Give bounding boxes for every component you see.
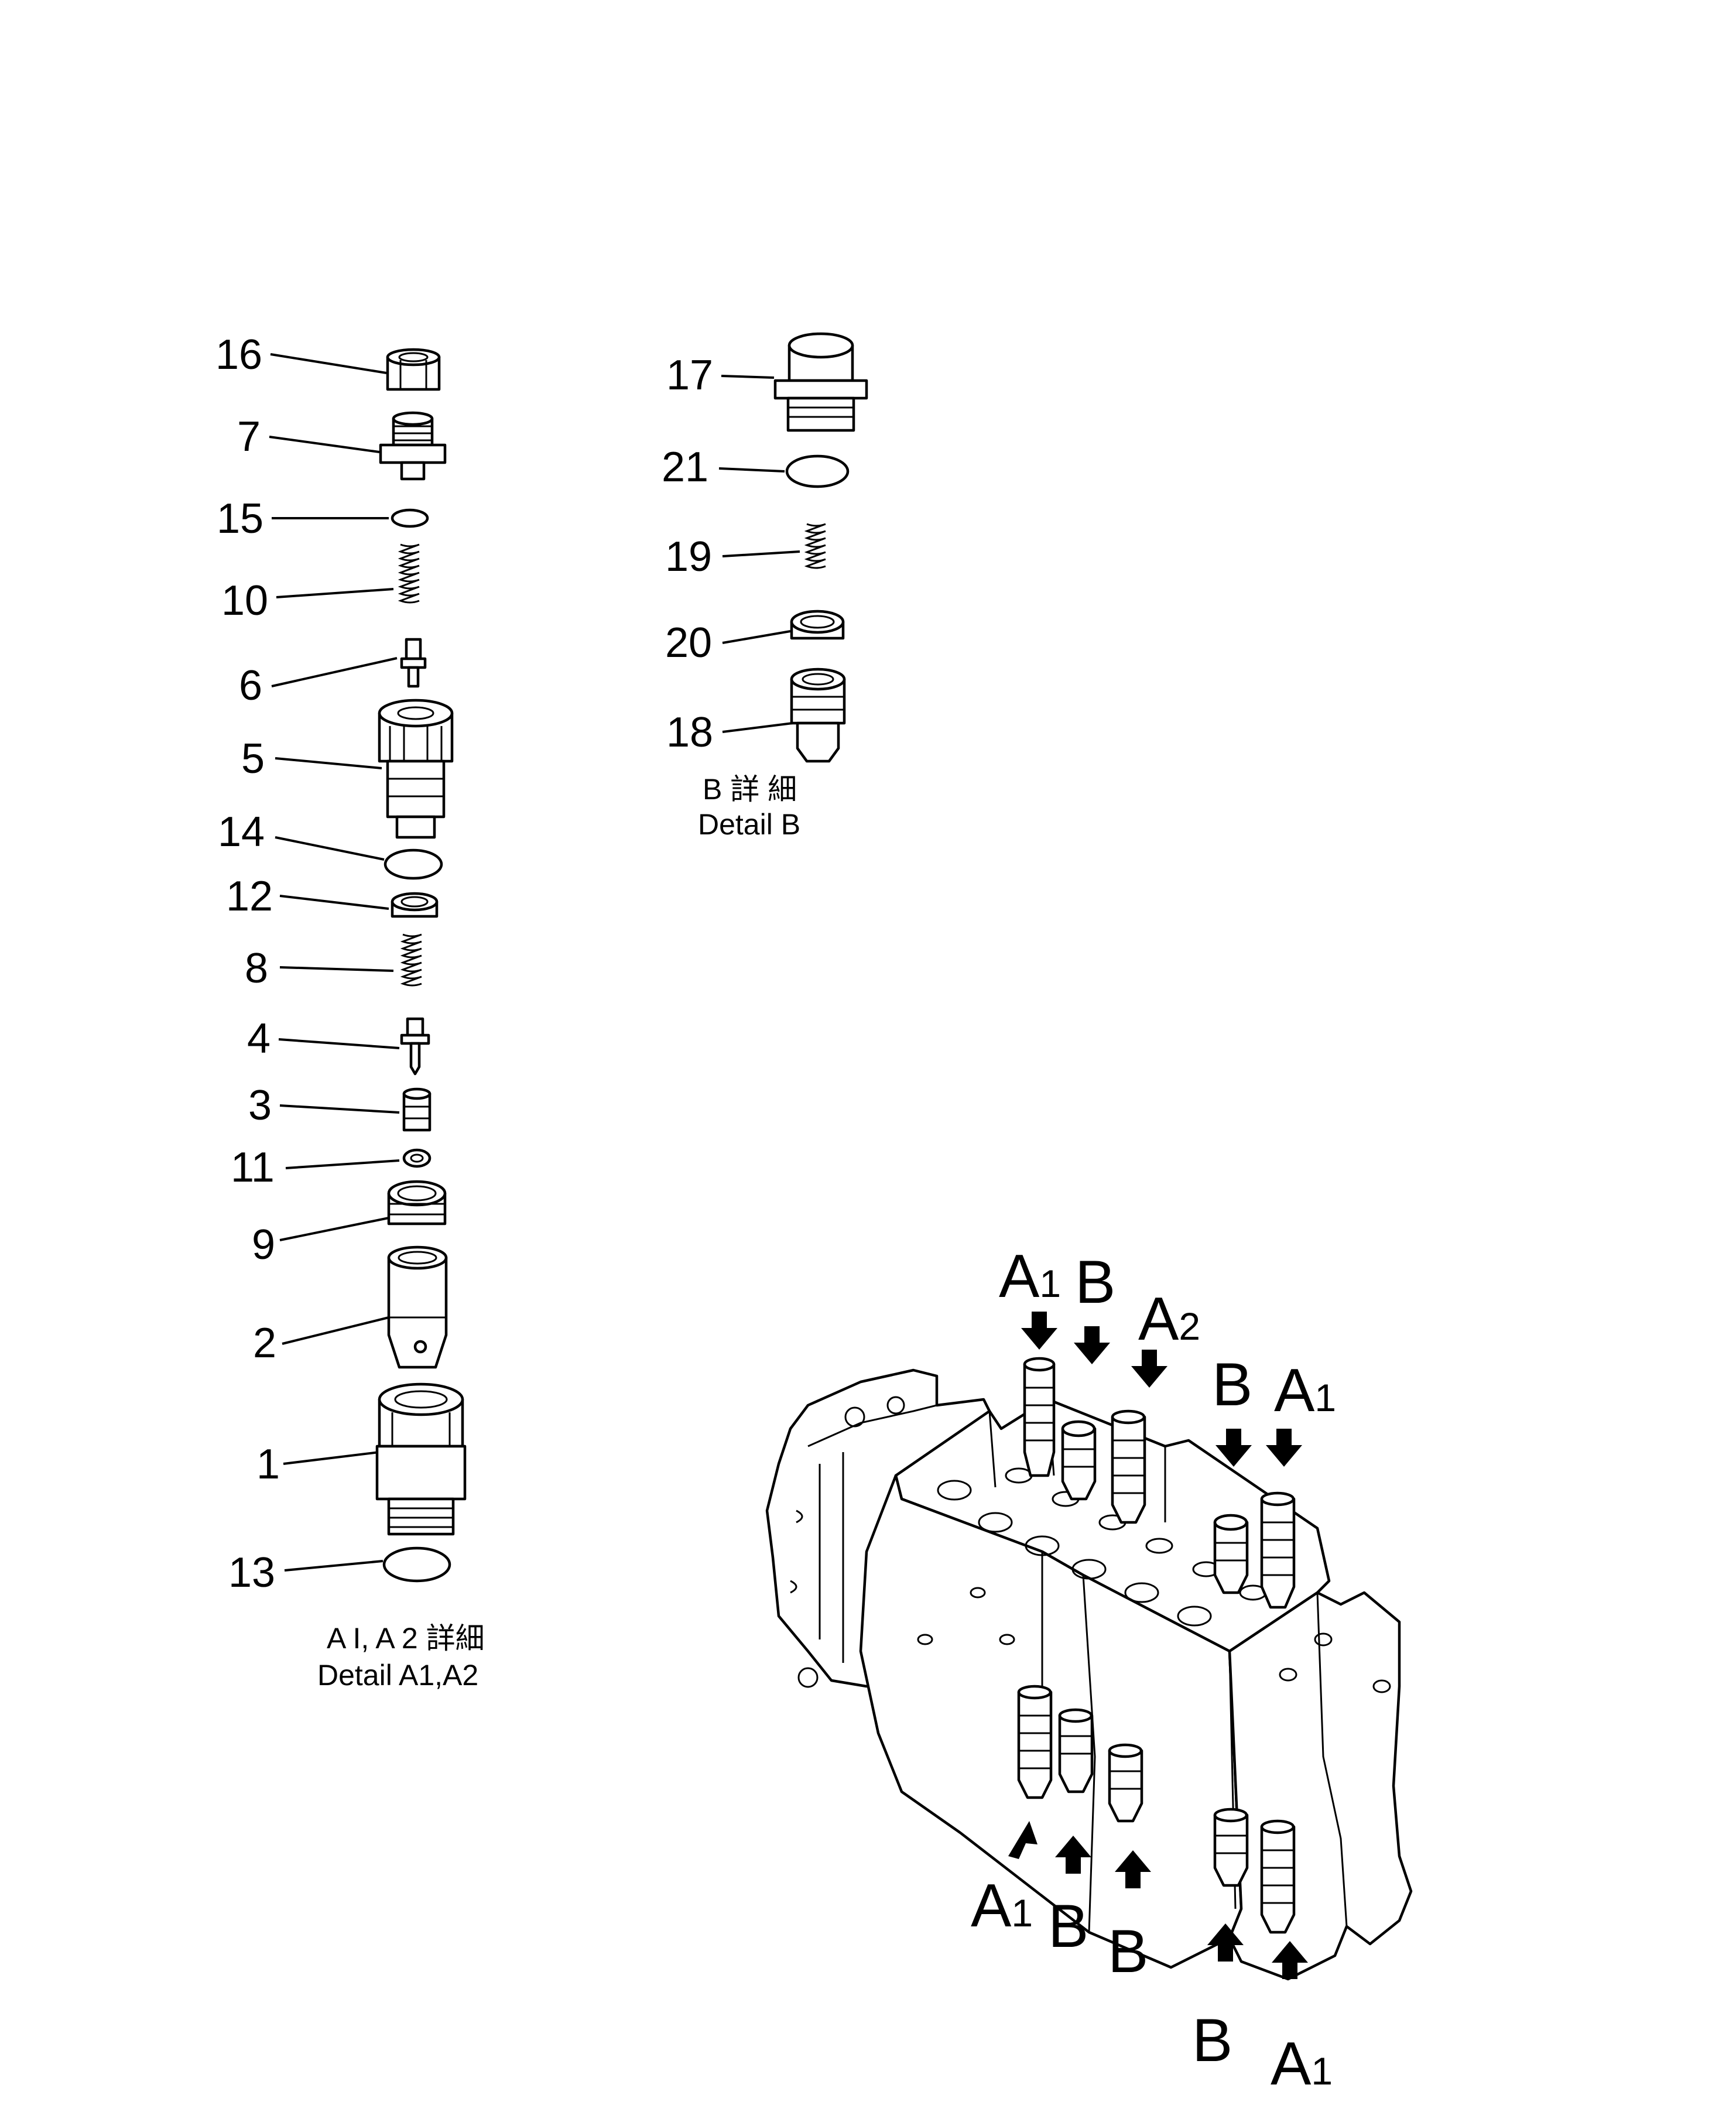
part-14: 14 (218, 809, 443, 880)
label-1: 1 (256, 1441, 280, 1488)
detail-b-caption-en: Detail B (698, 808, 800, 841)
callout-b-bottom-3: B (1192, 2007, 1232, 2075)
label-20: 20 (665, 619, 712, 666)
part-15: 15 (217, 495, 429, 542)
label-10: 10 (221, 577, 268, 624)
label-19: 19 (665, 533, 712, 580)
callout-labels: A1 B A2 B A1 A1 B B B A1 (971, 1242, 1336, 2098)
part-10: 10 (221, 543, 420, 624)
part-3: 3 (248, 1082, 432, 1132)
label-12: 12 (226, 873, 273, 920)
callout-b-top-2: B (1212, 1351, 1252, 1419)
label-21: 21 (662, 444, 708, 491)
label-11: 11 (231, 1144, 275, 1191)
part-19: 19 (665, 523, 826, 580)
label-7: 7 (237, 413, 261, 460)
front-valves (1017, 1685, 1296, 1934)
label-3: 3 (248, 1082, 272, 1129)
part-2: 2 (253, 1245, 448, 1369)
part-21: 21 (662, 444, 850, 491)
callout-b-bottom-1: B (1048, 1892, 1088, 1960)
callout-arrows (1008, 1312, 1308, 1979)
part-16: 16 (215, 331, 441, 391)
part-13: 13 (228, 1546, 451, 1596)
callout-a1-bottom-right: A1 (1271, 2030, 1333, 2098)
label-2: 2 (253, 1320, 276, 1367)
detail-a-caption-en: Detail A1,A2 (317, 1659, 478, 1692)
label-15: 15 (217, 495, 263, 542)
part-1: 1 (256, 1382, 467, 1536)
detail-a-caption-jp: A I, A 2 詳細 (327, 1622, 485, 1655)
label-5: 5 (241, 735, 265, 782)
part-8: 8 (245, 933, 422, 992)
part-17: 17 (666, 332, 868, 432)
label-17: 17 (666, 352, 713, 399)
part-9: 9 (252, 1180, 447, 1268)
label-13: 13 (228, 1549, 275, 1596)
part-4: 4 (247, 1015, 430, 1076)
part-11: 11 (231, 1144, 432, 1191)
part-7: 7 (237, 411, 447, 481)
label-14: 14 (218, 809, 265, 855)
valve-assembly: A1 B A2 B A1 A1 B B B A1 (765, 1242, 1413, 2098)
part-6: 6 (239, 638, 427, 709)
detail-b-caption-jp: B 詳 細 (703, 773, 797, 806)
part-5: 5 (241, 699, 454, 839)
part-18: 18 (666, 668, 846, 763)
part-12: 12 (226, 873, 439, 920)
callout-b-top-1: B (1075, 1248, 1115, 1316)
part-20: 20 (665, 610, 845, 666)
label-16: 16 (215, 331, 262, 378)
callout-a1-top-right: A1 (1274, 1357, 1336, 1425)
detail-b-group: 17 21 19 20 18 (662, 332, 868, 841)
callout-a1-bottom-left: A1 (971, 1872, 1033, 1940)
top-valves (1023, 1357, 1296, 1609)
detail-a-group: 16 7 15 10 (215, 331, 485, 1692)
top-ports (917, 1467, 1391, 1693)
label-4: 4 (247, 1015, 270, 1062)
callout-a2-top: A2 (1138, 1285, 1200, 1353)
label-18: 18 (666, 709, 713, 756)
label-8: 8 (245, 945, 268, 992)
label-9: 9 (252, 1221, 275, 1268)
callout-b-bottom-2: B (1108, 1918, 1148, 1986)
label-6: 6 (239, 662, 262, 709)
callout-a1-top-left: A1 (999, 1242, 1061, 1310)
